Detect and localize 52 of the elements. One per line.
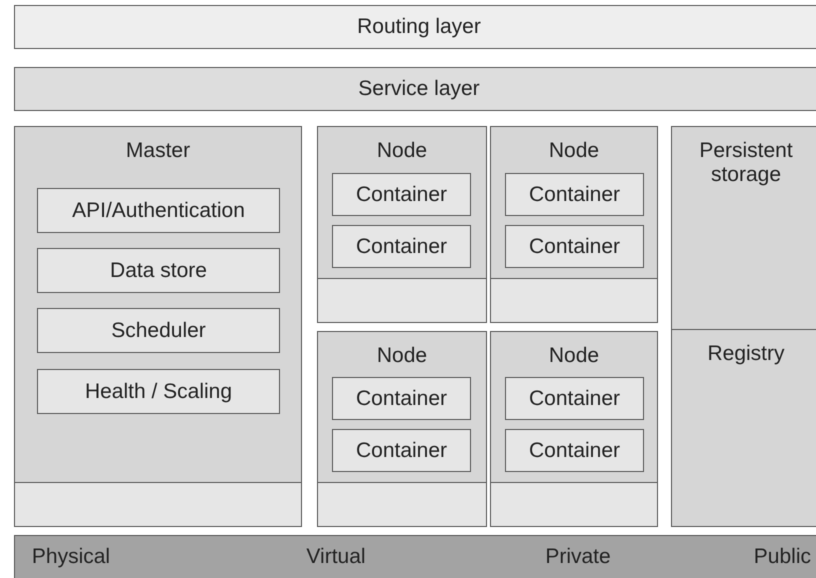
- container-box: [505, 225, 644, 268]
- band-label: Private: [544, 545, 612, 569]
- band-label: Public: [754, 545, 811, 569]
- component-box: [37, 248, 280, 293]
- component-box: [37, 188, 280, 233]
- panel-title: Node: [376, 139, 428, 163]
- panel-title: Master: [124, 139, 192, 163]
- panel-title: Registry: [706, 342, 786, 366]
- container-box: [332, 377, 471, 420]
- box-label: Container: [528, 182, 622, 206]
- layer-label: Routing layer: [356, 15, 482, 39]
- band-label: Virtual: [305, 545, 367, 569]
- component-box: [37, 369, 280, 414]
- box-label: API/Authentication: [71, 198, 246, 222]
- container-box: [505, 429, 644, 472]
- panel-title: Node: [548, 344, 600, 368]
- layer-bar: [14, 5, 816, 49]
- master-panel: [14, 126, 302, 527]
- container-box: [505, 173, 644, 216]
- component-box: [37, 308, 280, 353]
- box-label: Health / Scaling: [84, 380, 234, 404]
- os-bar: [490, 482, 658, 527]
- container-box: [332, 173, 471, 216]
- box-label: Scheduler: [110, 318, 207, 342]
- box-label: Container: [354, 182, 448, 206]
- box-label: Container: [528, 234, 622, 258]
- box-label: Container: [354, 438, 448, 462]
- box-label: Container: [528, 438, 622, 462]
- node-panel: [317, 126, 487, 323]
- storage-panel: [671, 126, 816, 330]
- os-bar: [317, 278, 487, 323]
- infrastructure-band: [14, 535, 816, 578]
- layer-bar: [14, 67, 816, 111]
- registry-panel: [671, 329, 816, 527]
- panel-title: Persistent storage: [698, 139, 794, 187]
- container-box: [505, 377, 644, 420]
- box-label: Container: [354, 234, 448, 258]
- node-panel: [490, 331, 658, 527]
- os-bar: [490, 278, 658, 323]
- os-bar: [14, 482, 302, 527]
- node-panel: [490, 126, 658, 323]
- box-label: Data store: [109, 258, 208, 282]
- box-label: Container: [354, 386, 448, 410]
- panel-title: Node: [548, 139, 600, 163]
- container-box: [332, 429, 471, 472]
- os-bar: [317, 482, 487, 527]
- node-panel: [317, 331, 487, 527]
- panel-title: Node: [376, 344, 428, 368]
- box-label: Container: [528, 386, 622, 410]
- container-box: [332, 225, 471, 268]
- layer-label: Service layer: [357, 77, 481, 101]
- band-label: Physical: [30, 545, 112, 569]
